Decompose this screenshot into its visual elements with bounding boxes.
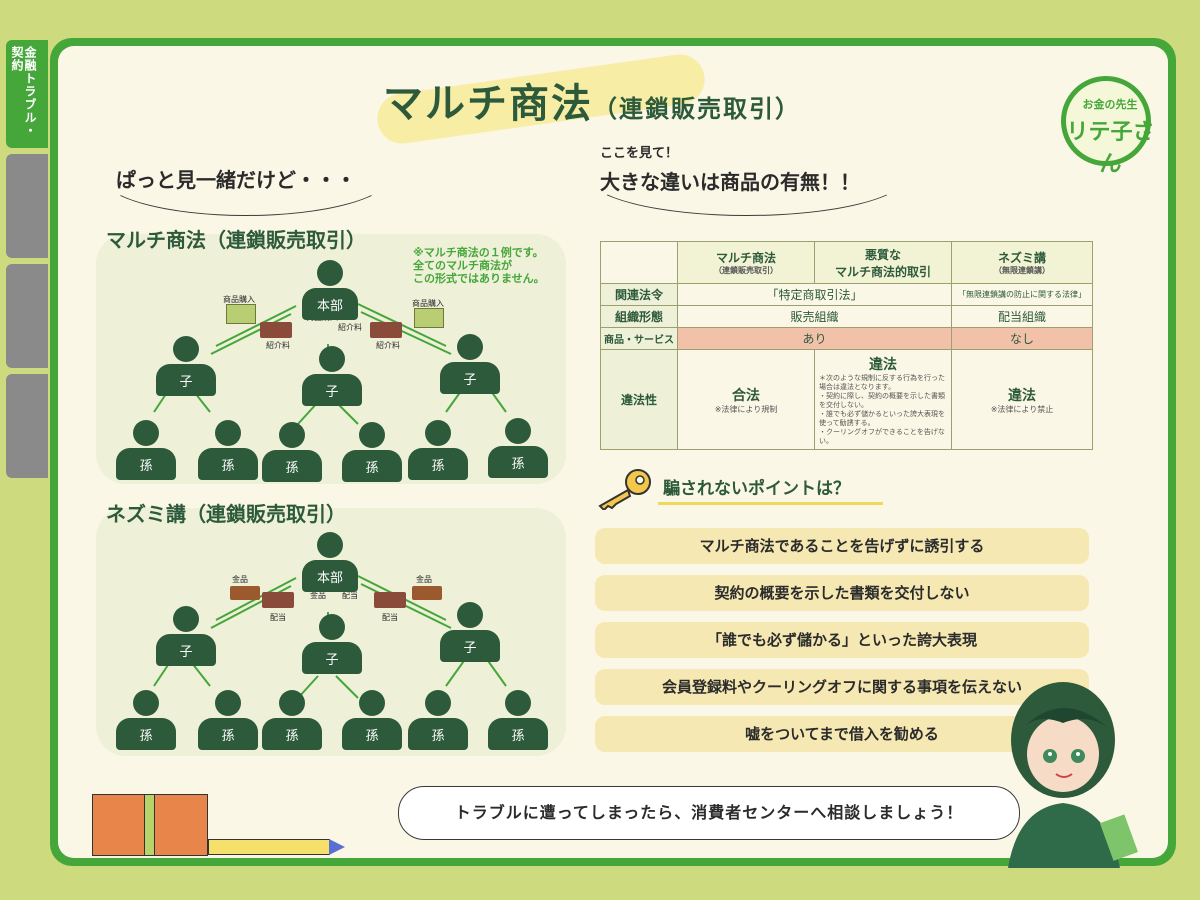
buy-label-left: 商品購入 xyxy=(223,295,255,304)
package-icon xyxy=(226,304,256,324)
point-item: マルチ商法であることを告げずに誘引する xyxy=(595,528,1089,564)
nezumi-grandchild: 孫 xyxy=(198,690,258,750)
cell-law-nezumi: 「無限連鎖講の防止に関する法律」 xyxy=(951,283,1093,306)
row-label: 商品・サービス xyxy=(600,327,678,350)
points-underline xyxy=(658,502,883,505)
multi-grandchild: 孫 xyxy=(198,420,258,480)
nezumi-grandchild: 孫 xyxy=(262,690,322,750)
dividend-left: 配当 xyxy=(270,613,286,622)
nezumi-grandchild: 孫 xyxy=(408,690,468,750)
money-icon xyxy=(230,586,260,600)
title-main: マルチ商法 xyxy=(383,81,593,127)
title-sub: （連鎖販売取引） xyxy=(593,95,801,123)
cell-law: 「特定商取引法」 xyxy=(677,283,952,306)
logo-circle xyxy=(1061,76,1151,166)
cell-product: あり xyxy=(677,327,952,350)
col-multi: マルチ商法（連鎖販売取引） xyxy=(677,241,815,284)
cell-legal-nezumi: 違法※法律により禁止 xyxy=(951,349,1093,450)
intro-fee-left: 紹介料 xyxy=(266,341,290,350)
money-icon xyxy=(412,586,442,600)
speech-curve-right xyxy=(586,134,908,216)
comparison-table: マルチ商法（連鎖販売取引） 悪質なマルチ商法的取引 ネズミ講（無限連鎖講） 関連… xyxy=(600,241,1093,450)
multi-grandchild: 孫 xyxy=(342,422,402,482)
multi-child-3: 子 xyxy=(440,334,500,394)
coupon-icon xyxy=(374,592,406,608)
multi-child-2: 子 xyxy=(302,346,362,406)
nezumi-hq: 本部 xyxy=(302,532,358,592)
package-icon xyxy=(414,308,444,328)
buy-label-right: 商品購入 xyxy=(412,299,444,308)
row-label: 組織形態 xyxy=(600,305,678,328)
teacher-character xyxy=(1008,682,1138,868)
nezumi-grandchild: 孫 xyxy=(342,690,402,750)
money-label-right: 金品 xyxy=(416,575,432,584)
money-label-left: 金品 xyxy=(232,575,248,584)
dividend-center: 配当 xyxy=(342,591,358,600)
logo-big-text: リテ子さん xyxy=(1066,120,1155,177)
nezumi-child-1: 子 xyxy=(156,606,216,666)
dividend-right: 配当 xyxy=(382,613,398,622)
content-paper: マルチ商法（連鎖販売取引） お金の先生 リテ子さん ぱっと見一緒だけど・・・ こ… xyxy=(58,46,1168,858)
cell-org-nezumi: 配当組織 xyxy=(951,305,1093,328)
nezumi-label: ネズミ講（連鎖販売取引） xyxy=(106,502,346,526)
left-lead-text: ぱっと見一緒だけど・・・ xyxy=(116,168,356,192)
multi-grandchild: 孫 xyxy=(488,418,548,478)
book-decoration xyxy=(92,794,146,856)
row-label: 違法性 xyxy=(600,349,678,450)
multi-child-1: 子 xyxy=(156,336,216,396)
consult-message: トラブルに遭ってしまったら、消費者センターへ相談しましょう！ xyxy=(398,786,1020,840)
cell-org: 販売組織 xyxy=(677,305,952,328)
nezumi-grandchild: 孫 xyxy=(488,690,548,750)
speech-curve-left xyxy=(100,134,392,216)
point-item: 契約の概要を示した書類を交付しない xyxy=(595,575,1089,611)
point-item: 嘘をついてまで借入を勧める xyxy=(595,716,1089,752)
tab-label: 金融トラブル・契約 xyxy=(10,46,37,137)
coupon-icon xyxy=(262,592,294,608)
cell-legal-multi: 合法※法律により規制 xyxy=(677,349,815,450)
nezumi-child-2: 子 xyxy=(302,614,362,674)
nezumi-child-3: 子 xyxy=(440,602,500,662)
nezumi-grandchild: 孫 xyxy=(116,690,176,750)
multi-arrows xyxy=(153,303,507,425)
multi-grandchild: 孫 xyxy=(262,422,322,482)
points-title: 騙されないポイントは？ xyxy=(663,479,850,499)
point-item: 「誰でも必ず儲かる」といった誇大表現 xyxy=(595,622,1089,658)
cell-legal-bad: 違法＊次のような規制に反する行為を行った場合は違法となります。 ・契約に際し、契… xyxy=(814,349,952,450)
point-item: 会員登録料やクーリングオフに関する事項を伝えない xyxy=(595,669,1089,705)
coupon-icon xyxy=(260,322,292,338)
multi-hq: 本部 xyxy=(302,260,358,320)
hint-big: 大きな違いは商品の有無！！ xyxy=(600,170,860,194)
key-icon xyxy=(598,469,651,510)
col-bad-multi: 悪質なマルチ商法的取引 xyxy=(814,241,952,284)
multi-note: ※マルチ商法の１例です。 全てのマルチ商法が この形式ではありません。 xyxy=(413,246,545,285)
money-label-center: 金品 xyxy=(310,591,326,600)
cell-product-nezumi: なし xyxy=(951,327,1093,350)
book-decoration xyxy=(154,794,208,856)
page-title: マルチ商法（連鎖販売取引） xyxy=(383,71,801,129)
tab-2[interactable] xyxy=(6,154,48,258)
tab-4[interactable] xyxy=(6,374,48,478)
tab-3[interactable] xyxy=(6,264,48,368)
intro-fee-center: 紹介料 xyxy=(338,323,362,332)
multi-label: マルチ商法（連鎖販売取引） xyxy=(106,228,366,252)
hint-small: ここを見て！ xyxy=(600,146,679,161)
multi-grandchild: 孫 xyxy=(116,420,176,480)
coupon-icon xyxy=(370,322,402,338)
pencil-tip xyxy=(329,839,345,855)
tab-finance-trouble[interactable]: 金融トラブル・契約 xyxy=(6,40,48,148)
intro-fee-right: 紹介料 xyxy=(376,341,400,350)
col-nezumi: ネズミ講（無限連鎖講） xyxy=(951,241,1093,284)
row-label: 関連法令 xyxy=(600,283,678,306)
logo-small-text: お金の先生 xyxy=(1082,98,1138,111)
pencil-decoration xyxy=(208,839,330,855)
multi-grandchild: 孫 xyxy=(408,420,468,480)
